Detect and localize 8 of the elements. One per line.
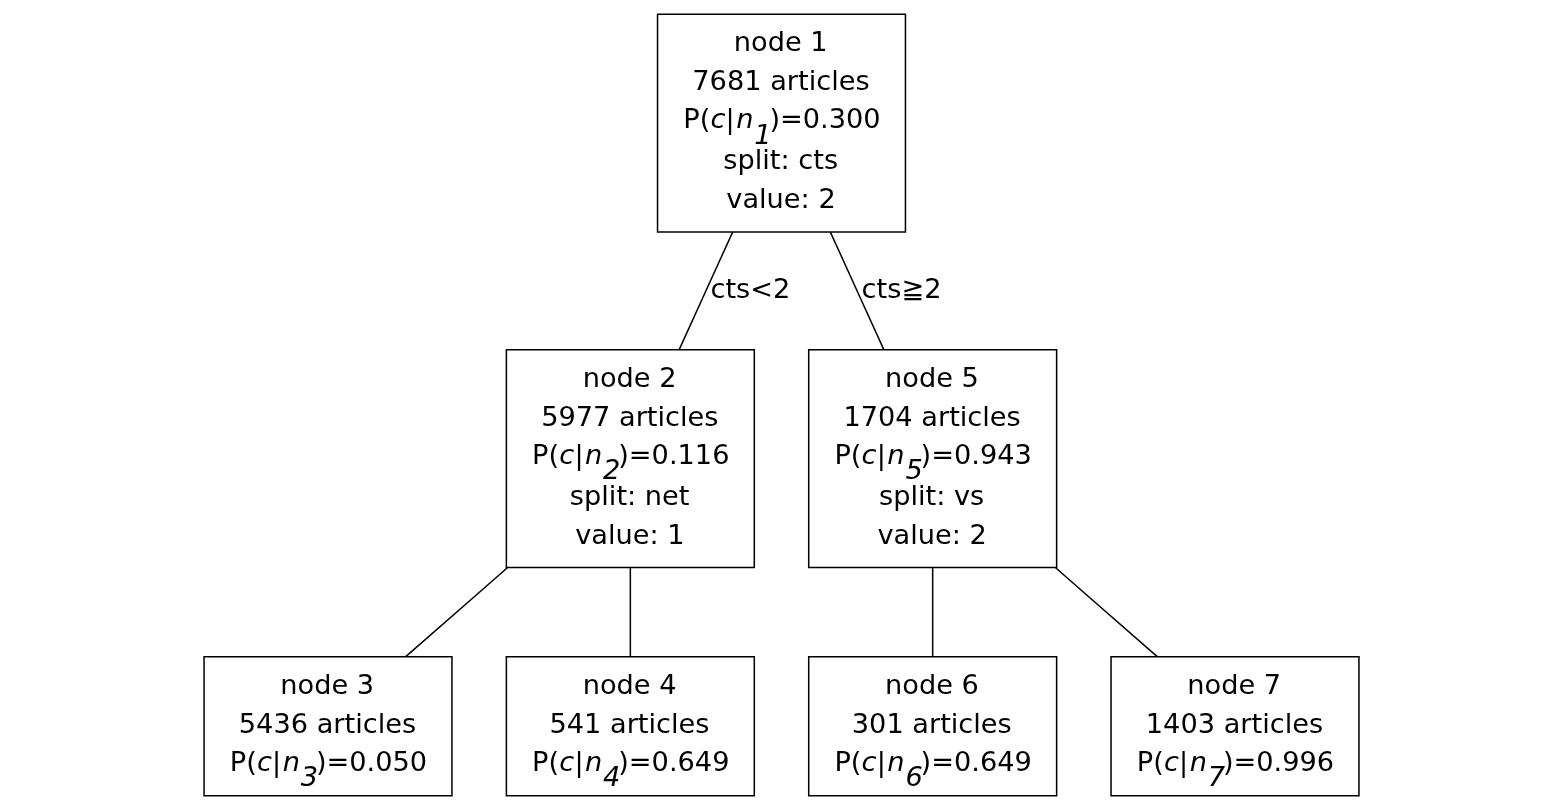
edge-label: cts≧2 bbox=[861, 272, 941, 304]
connector bbox=[1054, 567, 1158, 658]
connector bbox=[829, 231, 884, 351]
connector bbox=[931, 567, 933, 658]
edge-label: cts<2 bbox=[709, 272, 790, 304]
connector bbox=[678, 231, 733, 351]
connector bbox=[629, 567, 631, 658]
connector bbox=[404, 567, 508, 658]
